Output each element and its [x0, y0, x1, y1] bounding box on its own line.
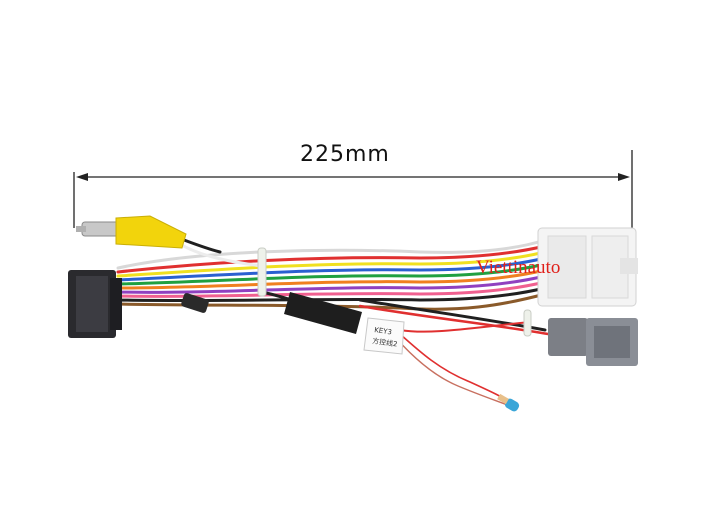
dimension-label: 225mm	[300, 142, 390, 167]
cable-ties	[257, 247, 532, 337]
cable-bundle	[116, 238, 550, 407]
inline-module	[181, 292, 362, 334]
key-tag-line1: KEY3	[374, 326, 393, 336]
key-tag: KEY3 方控线2	[363, 317, 405, 355]
black-connector	[68, 270, 122, 338]
dimension-line	[73, 150, 633, 232]
white-connector	[537, 227, 638, 307]
watermark-text: Viettinauto	[476, 257, 561, 278]
rca-video-plug	[76, 215, 187, 249]
key-tag-line2: 方控线2	[372, 336, 398, 348]
grey-connector	[548, 318, 638, 366]
temperature-sensor	[497, 393, 520, 412]
